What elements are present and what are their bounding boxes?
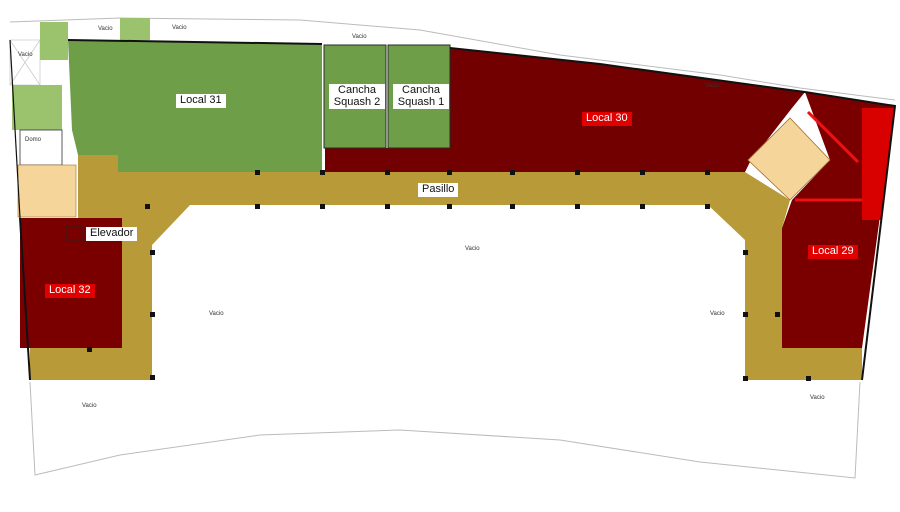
- label-vacio-left-inner: Vacio: [209, 311, 224, 317]
- elevator-shaft: [65, 225, 83, 241]
- label-vacio-top-2: Vacio: [172, 25, 187, 31]
- domo-room: [19, 129, 63, 166]
- service-room-3: [120, 18, 150, 40]
- label-elevador: Elevador: [86, 227, 138, 241]
- label-local-31: Local 31: [176, 94, 226, 108]
- local-29-bright-strip: [862, 108, 895, 220]
- stairs-right: [747, 117, 831, 201]
- outer-wall: [19, 39, 897, 381]
- label-vacio-top-1: Vacio: [98, 26, 113, 32]
- label-vacio-top-3: Vacio: [352, 34, 367, 40]
- local-30-area: [325, 48, 805, 172]
- building-outline-bottom: [29, 381, 861, 479]
- label-vacio-top-left: Vacio: [18, 52, 33, 58]
- label-vacio-right-inner: Vacio: [710, 311, 725, 317]
- label-local-29: Local 29: [808, 245, 858, 259]
- label-vacio-bottom-left: Vacio: [82, 403, 97, 409]
- service-room-2: [40, 22, 68, 60]
- label-squash-court-1: Cancha Squash 1: [393, 84, 449, 110]
- service-room-1: [12, 85, 62, 130]
- label-squash-court-2: Cancha Squash 2: [329, 84, 385, 110]
- corridor-area: [30, 155, 862, 380]
- void-outline-top-left: [9, 39, 41, 86]
- label-domo: Domo: [25, 137, 42, 143]
- label-vacio-top-right: Vacio: [705, 83, 720, 89]
- label-vacio-bottom-right: Vacio: [810, 395, 825, 401]
- label-local-30: Local 30: [582, 112, 632, 126]
- stairs-left: [17, 164, 77, 218]
- label-vacio-center: Vacio: [465, 246, 480, 252]
- label-local-32: Local 32: [45, 284, 95, 298]
- column-markers: [87, 170, 811, 381]
- local-29-diagonal-wall: [795, 110, 862, 202]
- wall-left-edge: [9, 39, 21, 219]
- label-pasillo: Pasillo: [418, 183, 459, 197]
